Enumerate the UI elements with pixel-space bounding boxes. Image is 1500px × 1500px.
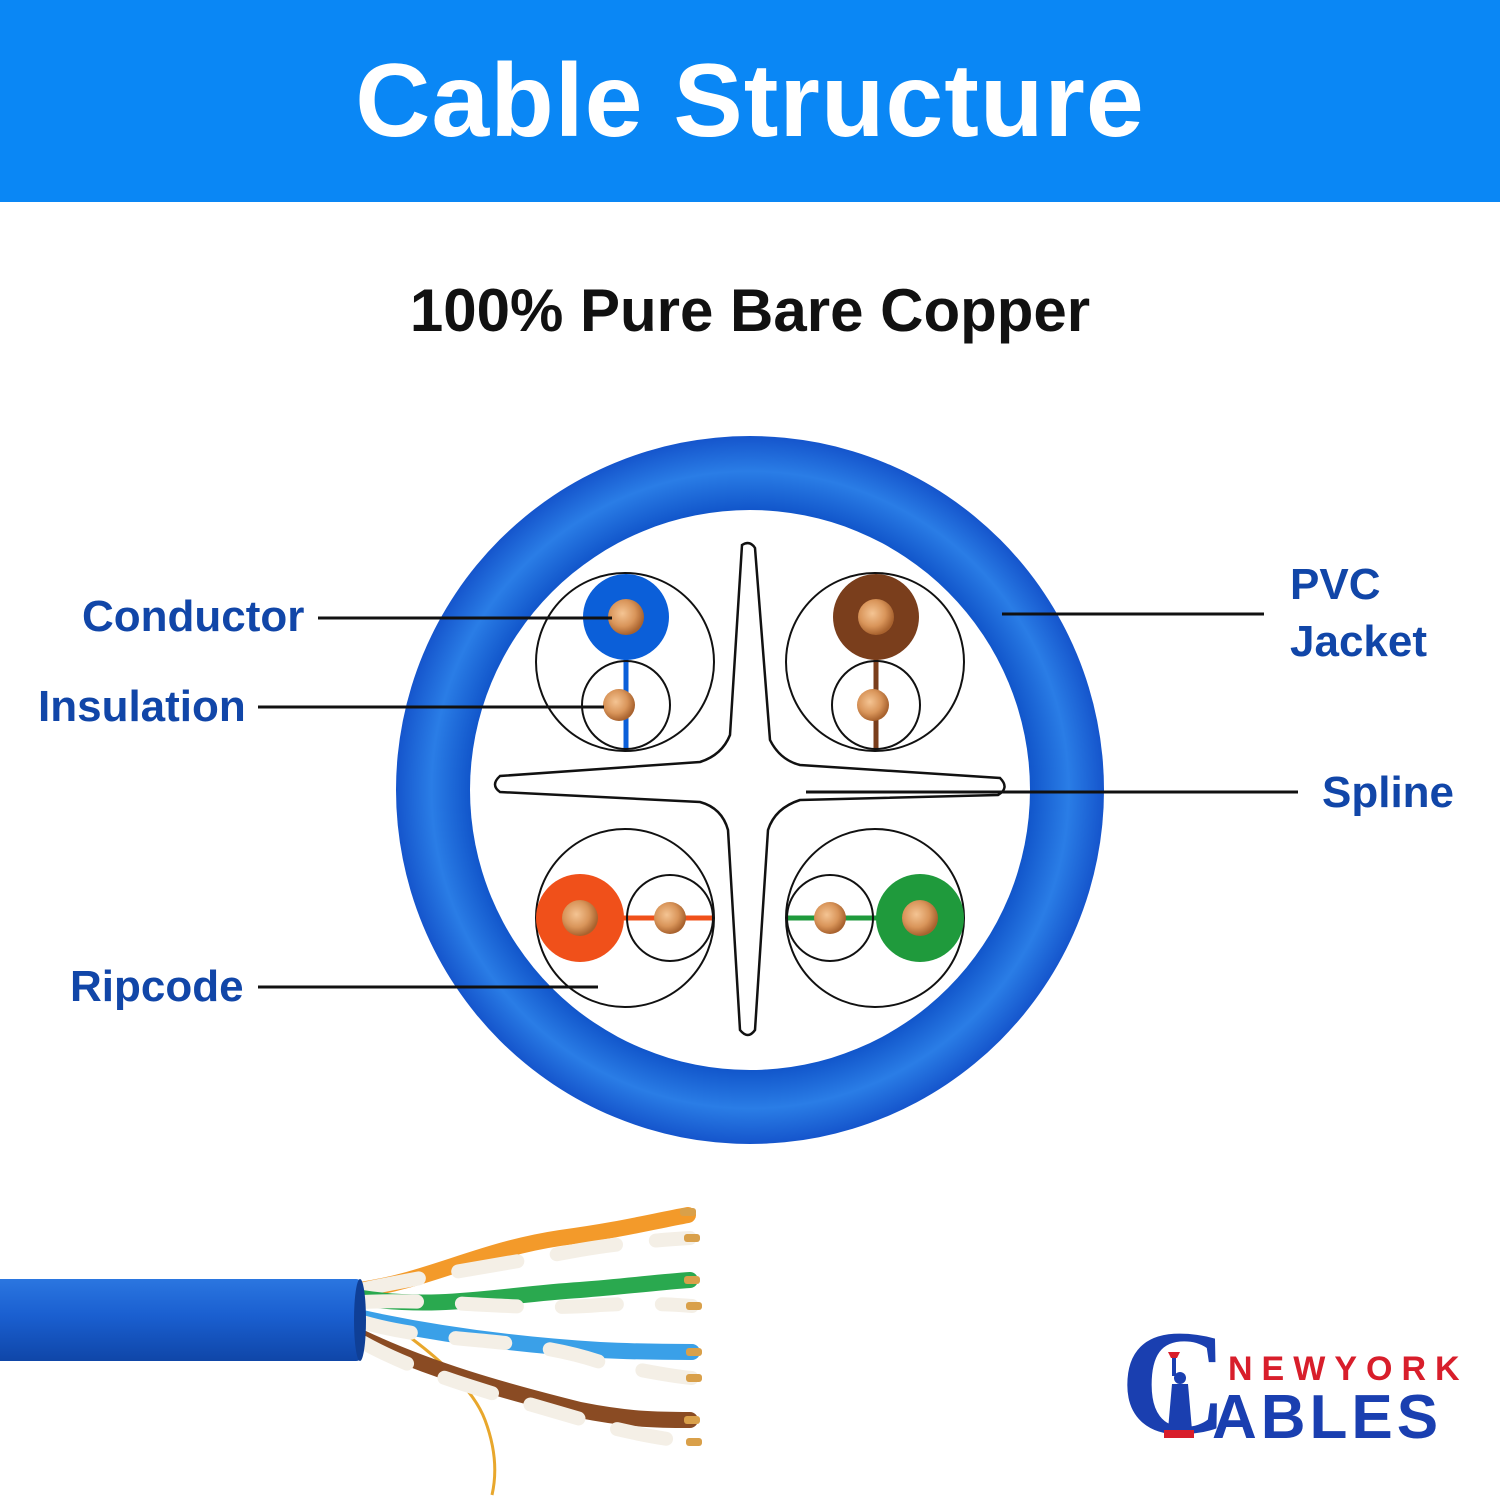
conductor-brown — [858, 599, 894, 635]
pair-orange — [535, 828, 715, 1008]
label-pvc-line2: Jacket — [1290, 617, 1428, 667]
pair-blue — [535, 572, 715, 752]
logo-text-bottom: ABLES — [1212, 1383, 1443, 1452]
title-banner: Cable Structure — [0, 0, 1500, 202]
label-pvc-jacket: PVC Jacket — [1290, 556, 1427, 670]
subtitle: 100% Pure Bare Copper — [409, 277, 1091, 344]
brand-logo: C NEWYORK ABLES — [1120, 1308, 1480, 1460]
label-conductor: Conductor — [82, 592, 305, 641]
pair-green — [785, 828, 965, 1008]
label-pvc-line1: PVC — [1290, 560, 1381, 609]
label-insulation: Insulation — [38, 682, 246, 731]
conductor-blue — [608, 599, 644, 635]
conductor-white-green — [814, 902, 846, 934]
conductor-orange — [562, 900, 598, 936]
label-spline: Spline — [1322, 768, 1455, 817]
page-title: Cable Structure — [355, 42, 1145, 159]
logo-text-top: NEWYORK — [1228, 1350, 1469, 1388]
spline — [493, 541, 1006, 1037]
pair-brown — [785, 572, 965, 752]
conductor-white-brown — [857, 689, 889, 721]
cable-jacket-segment — [0, 1279, 362, 1361]
conductor-green — [902, 900, 938, 936]
ripcord-thread — [399, 1328, 497, 1496]
label-ripcode: Ripcode — [70, 962, 244, 1011]
conductor-white-blue — [603, 689, 635, 721]
stripped-cable-illustration — [0, 1207, 702, 1496]
statue-of-liberty-icon — [1164, 1352, 1194, 1438]
conductor-white-orange — [654, 902, 686, 934]
